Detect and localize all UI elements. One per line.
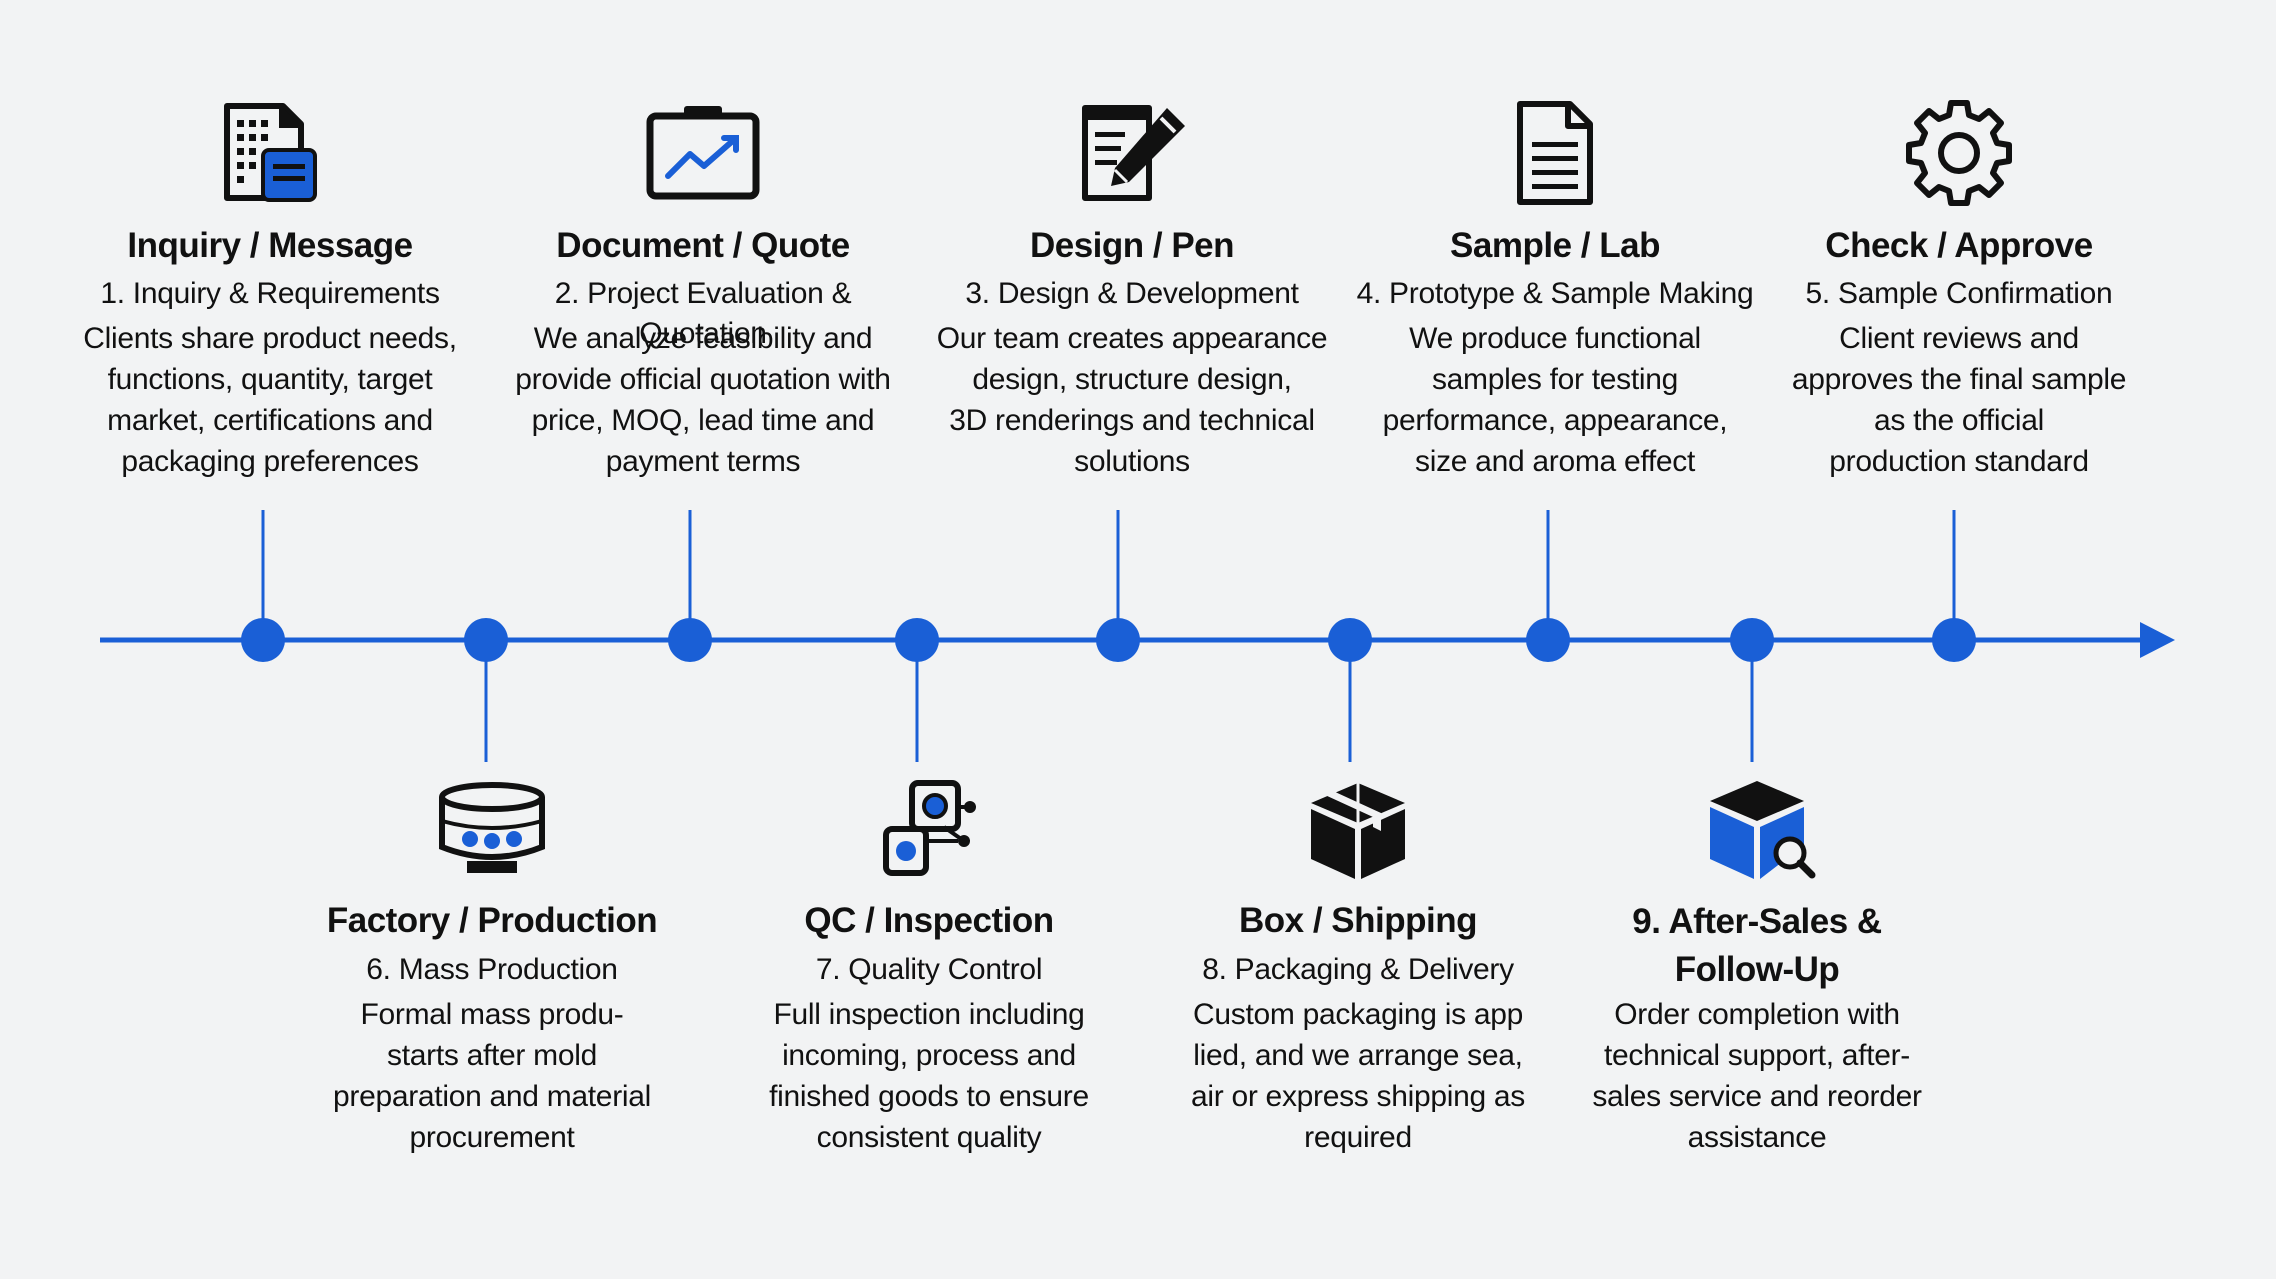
description-line: air or express shipping as bbox=[1190, 1080, 1526, 1113]
step-subtitle: 3. Design & Development bbox=[965, 277, 1299, 310]
milestone-dot-7 bbox=[895, 618, 939, 662]
description-line: sales service and reorder bbox=[1592, 1080, 1922, 1113]
description-line: Order completion with bbox=[1614, 998, 1900, 1031]
step-title: Inquiry / Message bbox=[127, 226, 413, 265]
description-line: incoming, process and bbox=[782, 1039, 1076, 1072]
box-shipping-icon bbox=[1293, 775, 1423, 885]
step-subtitle: 7. Quality Control bbox=[815, 953, 1043, 986]
description-line: size and aroma effect bbox=[1415, 445, 1695, 478]
description-line: starts after mold bbox=[387, 1039, 597, 1072]
description-line: design, structure design, bbox=[972, 363, 1292, 396]
inspection-network-icon bbox=[864, 775, 994, 885]
step-title: Sample / Lab bbox=[1450, 226, 1660, 265]
step-subtitle: 8. Packaging & Delivery bbox=[1202, 953, 1514, 986]
milestone-dot-8 bbox=[1328, 618, 1372, 662]
document-pen-icon bbox=[1067, 98, 1197, 208]
description-line: 3D renderings and technical bbox=[949, 404, 1315, 437]
step-description: Custom packaging is app lied, and we arr… bbox=[1148, 994, 1568, 1158]
description-line: approves the final sample bbox=[1791, 363, 2127, 396]
step-title: 9. After-Sales & Follow-Up bbox=[1547, 898, 1967, 994]
milestone-dot-5 bbox=[1932, 618, 1976, 662]
description-line: Our team creates appearance bbox=[936, 322, 1328, 355]
title-line: Follow-Up bbox=[1674, 950, 1840, 989]
document-lines-icon bbox=[1490, 98, 1620, 208]
step-subtitle: 6. Mass Production bbox=[366, 953, 618, 986]
description-line: We produce functional bbox=[1409, 322, 1701, 355]
description-line: Full inspection including bbox=[773, 998, 1085, 1031]
description-line: procurement bbox=[409, 1121, 575, 1154]
description-line: We analyze feasibility and bbox=[533, 322, 873, 355]
chart-board-icon bbox=[638, 98, 768, 208]
description-line: price, MOQ, lead time and bbox=[531, 404, 875, 437]
step-title: Check / Approve bbox=[1825, 226, 2093, 265]
step-description: Our team creates appearance design, stru… bbox=[922, 318, 1342, 482]
step-description: We produce functional samples for testin… bbox=[1345, 318, 1765, 482]
description-line: finished goods to ensure bbox=[769, 1080, 1089, 1113]
description-line: solutions bbox=[1074, 445, 1190, 478]
step-description: Clients share product needs, functions, … bbox=[60, 318, 480, 482]
step-description: Formal mass produ- starts after mold pre… bbox=[282, 994, 702, 1158]
milestone-dot-3 bbox=[1096, 618, 1140, 662]
description-line: Formal mass produ- bbox=[360, 998, 624, 1031]
description-line: payment terms bbox=[605, 445, 801, 478]
gear-icon bbox=[1894, 98, 2024, 208]
description-line: technical support, after- bbox=[1604, 1039, 1910, 1072]
description-line: preparation and material bbox=[333, 1080, 651, 1113]
step-title: Factory / Production bbox=[326, 901, 658, 940]
step-subtitle: 5. Sample Confirmation bbox=[1805, 277, 2113, 310]
milestone-dot-4 bbox=[1526, 618, 1570, 662]
title-line: 9. After-Sales & bbox=[1632, 902, 1882, 941]
step-subtitle: 4. Prototype & Sample Making bbox=[1356, 277, 1754, 310]
step-title: Document / Quote bbox=[556, 226, 850, 265]
description-line: performance, appearance, bbox=[1382, 404, 1728, 437]
step-title: QC / Inspection bbox=[804, 901, 1054, 940]
description-line: Clients share product needs, bbox=[83, 322, 457, 355]
description-line: Client reviews and bbox=[1839, 322, 2079, 355]
description-line: production standard bbox=[1829, 445, 2089, 478]
step-subtitle: 2. Project Evaluation & Quotation bbox=[554, 277, 852, 350]
step-subtitle: 1. Inquiry & Requirements bbox=[100, 277, 440, 310]
production-machine-icon bbox=[427, 775, 557, 885]
milestone-dot-1 bbox=[241, 618, 285, 662]
description-line: market, certifications and bbox=[107, 404, 433, 437]
milestone-dot-6 bbox=[464, 618, 508, 662]
description-line: as the official bbox=[1873, 404, 2045, 437]
step-title: Box / Shipping bbox=[1239, 901, 1477, 940]
step-description: Full inspection including incoming, proc… bbox=[719, 994, 1139, 1158]
description-line: packaging preferences bbox=[121, 445, 419, 478]
step-description: Client reviews and approves the final sa… bbox=[1749, 318, 2169, 482]
description-line: functions, quantity, target bbox=[107, 363, 433, 396]
milestone-dot-9 bbox=[1730, 618, 1774, 662]
step-description: Order completion with technical support,… bbox=[1547, 994, 1967, 1158]
inquiry-document-icon bbox=[205, 98, 335, 208]
description-line: samples for testing bbox=[1431, 363, 1679, 396]
description-line: assistance bbox=[1687, 1121, 1827, 1154]
description-line: provide official quotation with bbox=[515, 363, 891, 396]
description-line: Custom packaging is app bbox=[1193, 998, 1523, 1031]
description-line: consistent quality bbox=[816, 1121, 1042, 1154]
description-line: required bbox=[1304, 1121, 1412, 1154]
step-title: Design / Pen bbox=[1029, 226, 1235, 265]
milestone-dot-2 bbox=[668, 618, 712, 662]
box-search-icon bbox=[1692, 775, 1822, 885]
step-description: We analyze feasibility and provide offic… bbox=[493, 318, 913, 482]
timeline-arrowhead bbox=[2140, 622, 2175, 658]
description-line: lied, and we arrange sea, bbox=[1193, 1039, 1523, 1072]
